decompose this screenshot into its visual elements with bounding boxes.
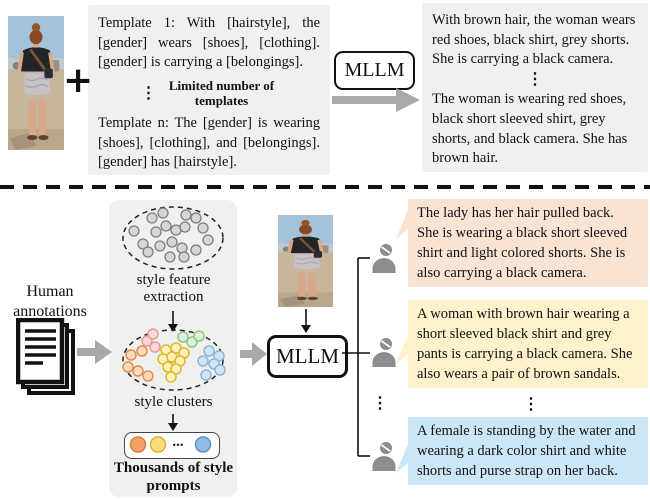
arrow-photo-to-mllm bbox=[301, 325, 311, 333]
arrow-mllm-to-output bbox=[332, 88, 420, 112]
mllm-box-top: MLLM bbox=[334, 51, 415, 90]
thousands-of-style-prompts-label: Thousands of style prompts bbox=[113, 460, 234, 494]
annotator-icon bbox=[371, 243, 397, 273]
annotation-bubble-1: The lady has her hair pulled back. She i… bbox=[396, 199, 648, 287]
templates-ellipsis: ⋮ bbox=[140, 85, 157, 103]
bubble-tail bbox=[396, 330, 410, 364]
documents-icon bbox=[16, 318, 75, 395]
arrow-pipeline-to-mllm bbox=[240, 342, 267, 366]
query-person-photo-small bbox=[278, 215, 333, 307]
annotator-icon bbox=[371, 441, 397, 471]
style-feature-extraction-label: style feature extraction bbox=[136, 272, 211, 306]
plus-sign: + bbox=[63, 60, 94, 101]
limited-templates-note: Limited number of templates bbox=[168, 78, 275, 109]
human-annotations-label: Human annotations bbox=[13, 283, 87, 320]
annotation-bubble-2: A woman with brown hair wearing a short … bbox=[396, 300, 648, 388]
arrow-annotations-to-pipeline bbox=[77, 340, 112, 364]
template-box: Template 1: With [hairstyle], the [gende… bbox=[88, 5, 330, 175]
bubbles-ellipsis: ⋮ bbox=[523, 396, 539, 413]
annotation-text-1: The lady has her hair pulled back. She i… bbox=[417, 205, 628, 281]
output-description-1: With brown hair, the woman wears red sho… bbox=[432, 12, 636, 68]
annotation-bubble-3: A female is standing by the water and we… bbox=[396, 417, 648, 485]
output-box: With brown hair, the woman wears red sho… bbox=[422, 3, 648, 172]
bubble-tail bbox=[396, 205, 410, 239]
output-description-2: The woman is wearing red shoes, black sh… bbox=[432, 91, 628, 167]
query-person-photo bbox=[8, 16, 64, 150]
annotation-text-2: A woman with brown hair wearing a short … bbox=[417, 306, 633, 382]
bubble-tail bbox=[396, 439, 410, 473]
style-clusters-label: style clusters bbox=[134, 394, 213, 410]
annotation-text-3: A female is standing by the water and we… bbox=[417, 423, 636, 479]
style-prompts-ellipsis: ... bbox=[172, 434, 184, 450]
template-n-text: Template n: The [gender] is wearing [sho… bbox=[98, 115, 320, 171]
annotator-icon bbox=[371, 337, 397, 367]
template-1-text: Template 1: With [hairstyle], the [gende… bbox=[98, 15, 320, 71]
output-ellipsis: ⋮ bbox=[527, 71, 543, 89]
annotators-ellipsis: ⋮ bbox=[372, 395, 388, 412]
mllm-box-bottom: MLLM bbox=[267, 335, 348, 378]
